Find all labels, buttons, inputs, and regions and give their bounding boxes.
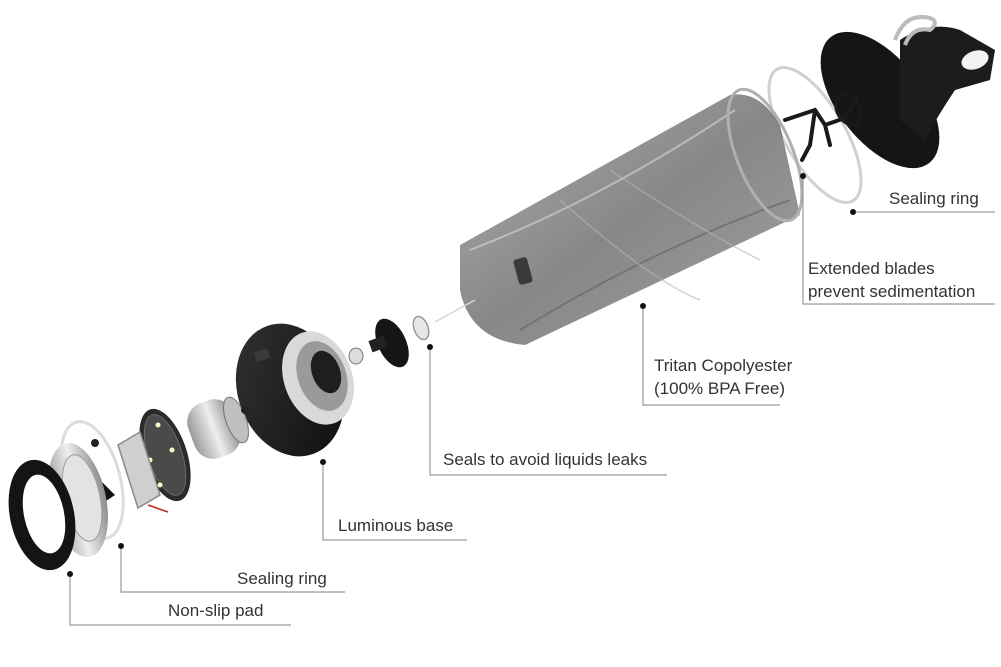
leader-dots xyxy=(67,173,856,577)
label-seals: Seals to avoid liquids leaks xyxy=(443,448,647,471)
dot-sealing-ring-top xyxy=(850,209,856,215)
label-text-line2: (100% BPA Free) xyxy=(654,379,786,398)
leader-blades xyxy=(802,176,995,305)
label-text: Sealing ring xyxy=(889,189,979,208)
leader-tritan xyxy=(642,306,780,406)
dot-sealing-ring-bottom xyxy=(118,543,124,549)
dot-tritan xyxy=(640,303,646,309)
label-text-line1: Extended blades xyxy=(808,259,935,278)
dot-luminous xyxy=(320,459,326,465)
motor-base-icon xyxy=(235,323,354,457)
non-slip-pad-icon xyxy=(8,459,76,571)
label-sealing-ring-bottom: Sealing ring xyxy=(237,567,327,590)
label-text: Non-slip pad xyxy=(168,601,264,620)
dot-seals xyxy=(427,344,433,350)
label-text-line1: Tritan Copolyester xyxy=(654,356,793,375)
motor-icon xyxy=(187,396,249,459)
dot-non-slip xyxy=(67,571,73,577)
label-text: Seals to avoid liquids leaks xyxy=(443,450,648,469)
label-text: Luminous base xyxy=(338,516,454,535)
label-tritan-copolyester: Tritan Copolyester (100% BPA Free) xyxy=(654,354,792,400)
label-sealing-ring-top: Sealing ring xyxy=(889,187,979,210)
label-luminous-base: Luminous base xyxy=(338,514,453,537)
label-non-slip-pad: Non-slip pad xyxy=(168,599,263,622)
tumbler-icon xyxy=(460,87,804,345)
dot-blades xyxy=(800,173,806,179)
leader-sealing-ring-bottom xyxy=(120,546,345,593)
label-extended-blades: Extended blades prevent sedimentation xyxy=(808,257,975,303)
leader-seals xyxy=(429,347,667,476)
leader-lines xyxy=(69,176,995,626)
seals-icon xyxy=(336,315,430,370)
leader-luminous xyxy=(322,462,467,541)
label-text-line2: prevent sedimentation xyxy=(808,282,976,301)
lid-with-handle-icon xyxy=(820,15,995,169)
blades-icon xyxy=(783,93,862,162)
leader-non-slip xyxy=(69,574,291,626)
label-text: Sealing ring xyxy=(237,569,327,588)
